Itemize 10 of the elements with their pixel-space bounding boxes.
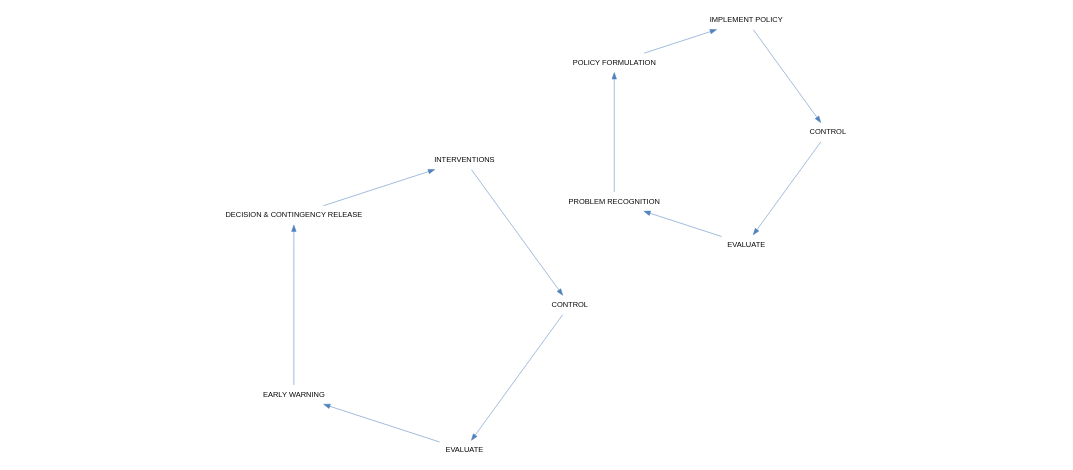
arrow <box>323 403 441 443</box>
arrow <box>291 224 297 386</box>
arrow <box>643 29 717 54</box>
arrow <box>471 169 563 296</box>
arrow <box>323 169 435 206</box>
arrow <box>611 72 617 193</box>
arrow <box>753 29 822 123</box>
arrow <box>643 210 722 237</box>
arrow <box>753 141 821 236</box>
arrow <box>471 314 563 441</box>
